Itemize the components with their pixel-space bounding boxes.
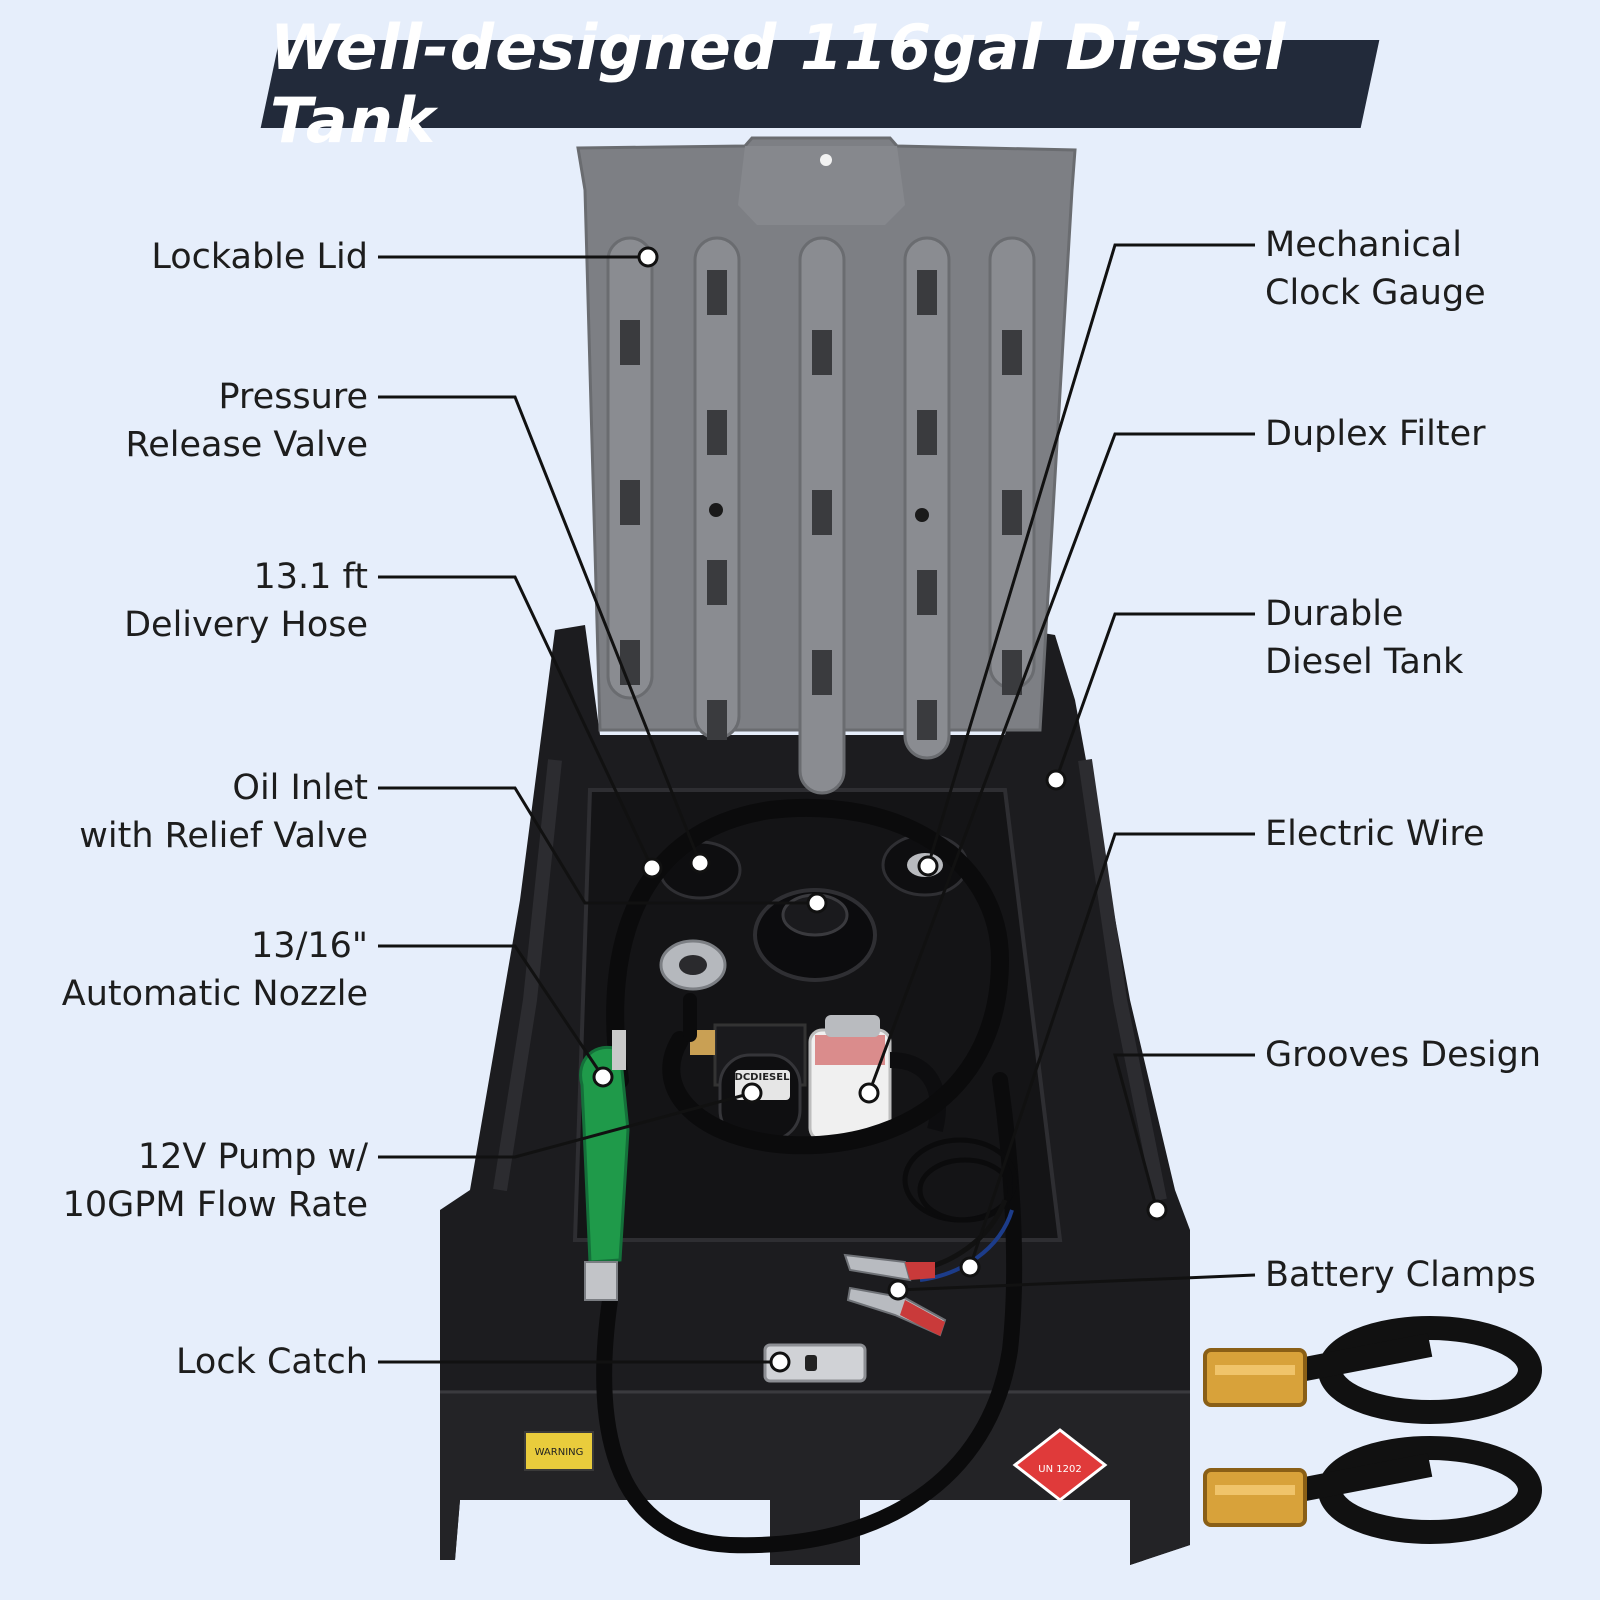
electric-wire — [902, 1137, 1018, 1282]
marker-duplex-filter — [858, 1082, 880, 1104]
marker-oil-inlet — [806, 892, 828, 914]
hazard-decal-text: UN 1202 — [1038, 1464, 1081, 1475]
leader-duplex-filter — [867, 432, 1255, 1094]
marker-lockable-lid — [637, 246, 659, 268]
marker-diesel-tank — [1045, 769, 1067, 791]
label-lockable-lid: Lockable Lid — [151, 237, 368, 277]
leader-clock-gauge — [926, 243, 1255, 867]
label-automatic-nozzle: 13/16" Automatic Nozzle — [61, 926, 368, 1014]
leader-electric-wire — [968, 832, 1255, 1268]
leader-delivery-hose — [378, 575, 654, 869]
marker-grooves-design — [1146, 1199, 1168, 1221]
marker-automatic-nozzle — [592, 1066, 614, 1088]
page-title: Well-designed 116gal Diesel Tank — [270, 11, 1287, 157]
leader-pressure-release-valve — [378, 395, 702, 864]
label-pump: 12V Pump w/ 10GPM Flow Rate — [62, 1137, 368, 1225]
label-lock-catch: Lock Catch — [176, 1342, 368, 1382]
label-electric-wire: Electric Wire — [1265, 814, 1485, 854]
leader-automatic-nozzle — [378, 944, 605, 1078]
label-duplex-filter: Duplex Filter — [1265, 414, 1486, 454]
leader-pump — [378, 1091, 753, 1159]
label-grooves-design: Grooves Design — [1265, 1035, 1542, 1075]
marker-lock-catch — [769, 1351, 791, 1373]
marker-clock-gauge — [917, 855, 939, 877]
battery-clamps — [843, 1253, 947, 1337]
leader-battery-clamps — [897, 1273, 1256, 1292]
label-pressure-release-valve: Pressure Release Valve — [125, 377, 368, 465]
ratchet-straps — [1203, 1316, 1542, 1544]
marker-delivery-hose — [641, 857, 663, 879]
label-clock-gauge: Mechanical Clock Gauge — [1265, 225, 1486, 313]
warning-decal-text: WARNING — [535, 1447, 584, 1458]
marker-electric-wire — [959, 1256, 981, 1278]
leader-grooves-design — [1113, 1053, 1255, 1211]
label-oil-inlet: Oil Inlet with Relief Valve — [79, 768, 368, 856]
marker-pump — [741, 1082, 763, 1104]
leader-diesel-tank — [1054, 612, 1255, 781]
lid — [576, 136, 1077, 795]
label-battery-clamps: Battery Clamps — [1265, 1255, 1536, 1295]
label-diesel-tank: Durable Diesel Tank — [1265, 594, 1464, 682]
marker-battery-clamps — [887, 1279, 909, 1301]
marker-pressure-release-valve — [689, 852, 711, 874]
leader-oil-inlet — [378, 786, 817, 905]
pump-brand-text: DCDIESEL — [735, 1072, 791, 1083]
automatic-nozzle — [579, 1030, 630, 1301]
label-delivery-hose: 13.1 ft Delivery Hose — [124, 557, 368, 645]
